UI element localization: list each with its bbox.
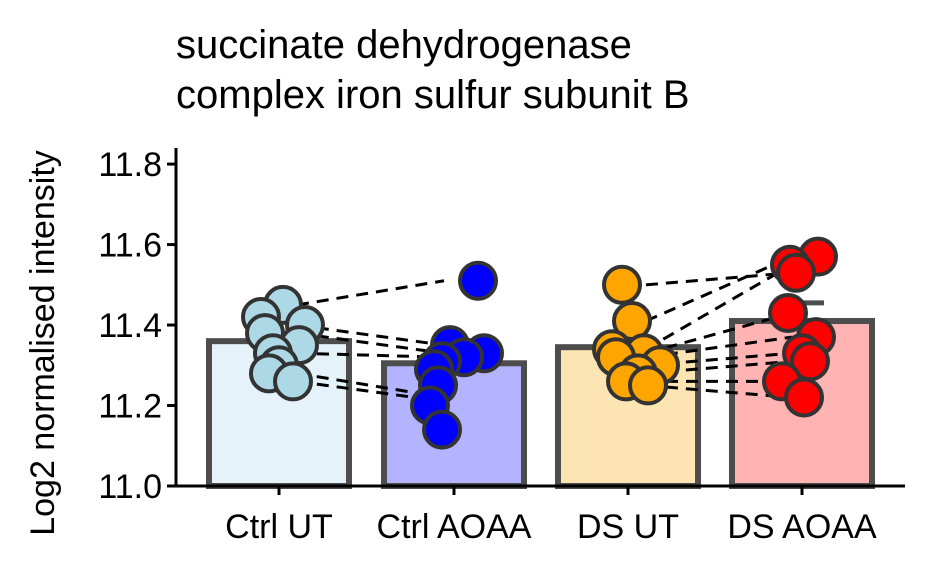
- data-point: [273, 361, 313, 402]
- data-point: [422, 409, 462, 450]
- y-axis-title: Log2 normalised intensity: [24, 150, 62, 536]
- pair-line: [645, 271, 793, 287]
- y-tick-label: 11.4: [98, 307, 162, 345]
- x-axis-ticks: Ctrl UT Ctrl AOAA DS UT DS AOAA: [225, 486, 877, 546]
- title-line: complex iron sulfur subunit B: [176, 73, 690, 117]
- y-tick-label: 11.6: [98, 227, 162, 265]
- data-point: [602, 264, 642, 305]
- pair-line: [296, 279, 445, 307]
- data-point: [628, 365, 668, 406]
- y-tick-label: 11.8: [98, 146, 162, 184]
- data-points: [241, 236, 838, 450]
- data-point: [768, 292, 808, 333]
- y-tick-label: 11.0: [98, 468, 162, 506]
- pair-line: [645, 255, 793, 323]
- x-tick-label: Ctrl UT: [225, 508, 333, 546]
- y-tick-label: 11.2: [98, 388, 162, 426]
- title-line: succinate dehydrogenase: [176, 23, 632, 67]
- pair-line: [296, 331, 445, 355]
- data-point: [776, 252, 816, 293]
- data-point: [784, 377, 824, 418]
- x-tick-label: DS AOAA: [727, 508, 877, 546]
- pair-line: [645, 383, 793, 399]
- data-point: [458, 260, 498, 301]
- paired-lines: [296, 255, 793, 403]
- pair-line: [645, 311, 793, 355]
- chart-title: succinate dehydrogenase complex iron sulf…: [176, 23, 690, 117]
- pair-line: [645, 263, 793, 351]
- y-axis-label: Log2 normalised intensity: [24, 150, 62, 536]
- y-axis-ticks: 11.0 11.2 11.4 11.6 11.8: [98, 146, 176, 506]
- x-tick-label: Ctrl AOAA: [377, 508, 532, 546]
- axes: [174, 148, 905, 488]
- x-tick-label: DS UT: [577, 508, 679, 546]
